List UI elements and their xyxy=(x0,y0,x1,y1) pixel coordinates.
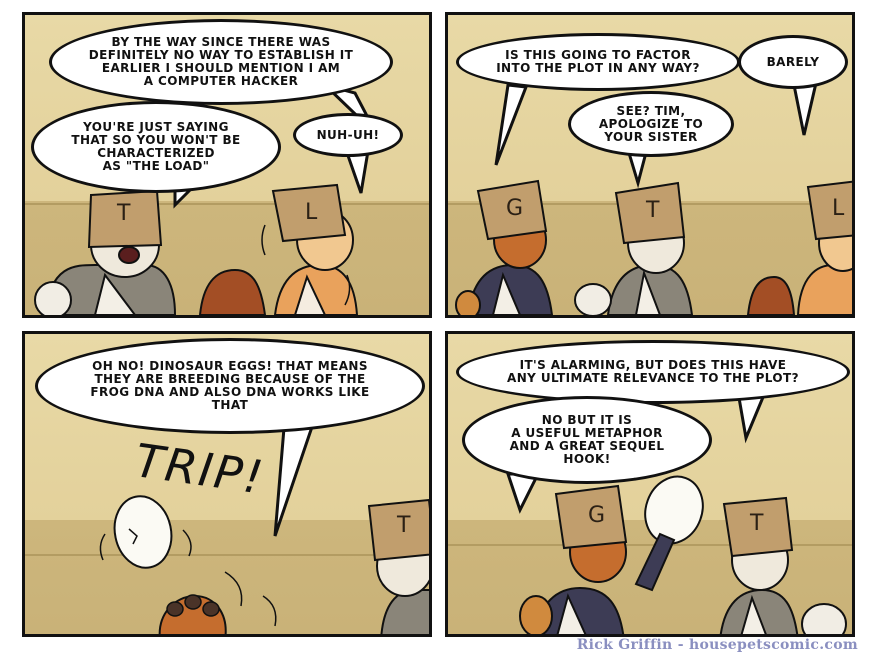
bubble-text: OH NO! DINOSAUR EGGS! THAT MEANS THEY AR… xyxy=(90,359,370,412)
speech-bubble: IT'S ALARMING, BUT DOES THIS HAVE ANY UL… xyxy=(456,340,850,404)
speech-bubble: SEE? TIM, APOLOGIZE TO YOUR SISTER xyxy=(568,91,734,157)
bag-letter: T xyxy=(396,513,411,538)
comic-panel-2: IS THIS GOING TO FACTOR INTO THE PLOT IN… xyxy=(445,12,855,318)
bubble-text: SEE? TIM, APOLOGIZE TO YOUR SISTER xyxy=(598,103,704,144)
speech-bubble: NO BUT IT IS A USEFUL METAPHOR AND A GRE… xyxy=(462,396,712,484)
bag-letter: G xyxy=(588,503,605,528)
speech-bubble: IS THIS GOING TO FACTOR INTO THE PLOT IN… xyxy=(456,33,740,91)
characters-illustration: T xyxy=(99,495,429,634)
speech-bubble: BARELY xyxy=(738,35,848,89)
bubble-text: NO BUT IT IS A USEFUL METAPHOR AND A GRE… xyxy=(509,413,665,466)
speech-bubble: BY THE WAY SINCE THERE WAS DEFINITELY NO… xyxy=(49,19,393,105)
bubble-text: IS THIS GOING TO FACTOR INTO THE PLOT IN… xyxy=(496,48,700,75)
characters-illustration: G T L xyxy=(455,179,852,315)
bag-letter: T xyxy=(645,198,660,223)
bag-letter: T xyxy=(116,201,131,226)
speech-bubble: NUH-UH! xyxy=(293,113,403,157)
speech-bubble: OH NO! DINOSAUR EGGS! THAT MEANS THEY AR… xyxy=(35,338,425,434)
comic-panel-1: BY THE WAY SINCE THERE WAS DEFINITELY NO… xyxy=(22,12,432,318)
bag-letter: T xyxy=(749,511,764,536)
bag-letter: L xyxy=(832,196,845,221)
comic-panel-4: IT'S ALARMING, BUT DOES THIS HAVE ANY UL… xyxy=(445,331,855,637)
author-credit: Rick Griffin - housepetscomic.com xyxy=(576,637,858,653)
bubble-text: YOU'RE JUST SAYING THAT SO YOU WON'T BE … xyxy=(71,120,241,173)
comic-panel-3: OH NO! DINOSAUR EGGS! THAT MEANS THEY AR… xyxy=(22,331,432,637)
speech-bubble: YOU'RE JUST SAYING THAT SO YOU WON'T BE … xyxy=(31,101,281,193)
bubble-text: BY THE WAY SINCE THERE WAS DEFINITELY NO… xyxy=(88,35,354,88)
bag-letter: G xyxy=(506,196,523,221)
characters-illustration: T L xyxy=(34,183,359,315)
bubble-text: IT'S ALARMING, BUT DOES THIS HAVE ANY UL… xyxy=(507,358,799,385)
bag-letter: L xyxy=(305,200,318,225)
bubble-text: BARELY xyxy=(766,54,820,69)
bubble-text: NUH-UH! xyxy=(316,127,380,142)
characters-illustration: G T xyxy=(519,475,847,634)
